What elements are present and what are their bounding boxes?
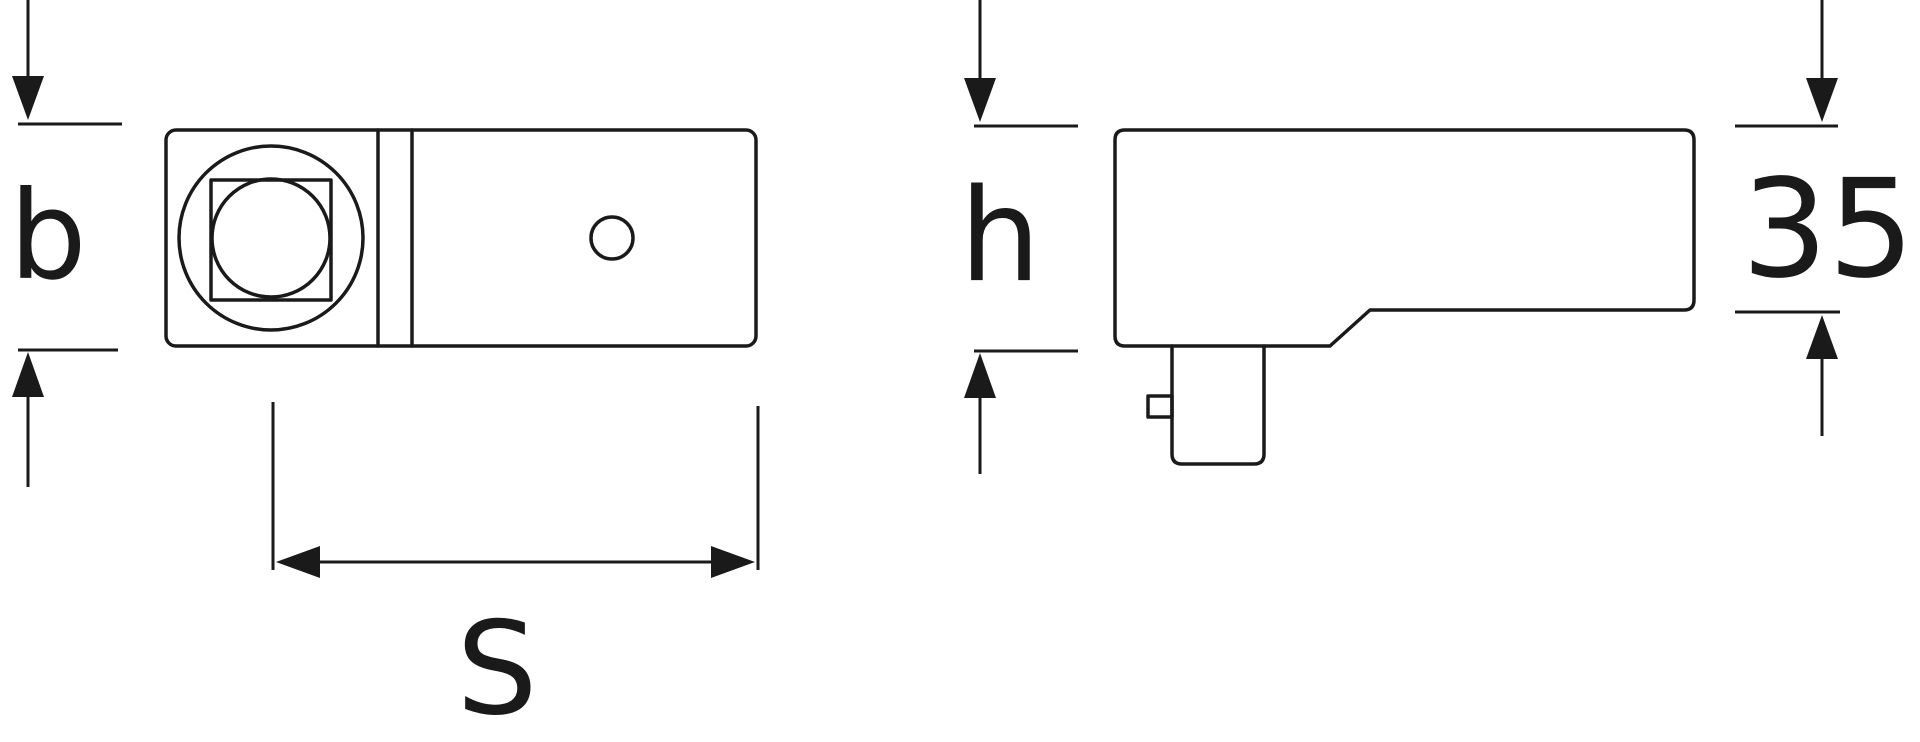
dimension-s-left-arrow [276,546,320,578]
dimension-35-bottom-arrow [1806,315,1838,359]
socket-outer-circle [177,144,365,332]
top-view-body-outline [164,128,758,348]
dimension-s-label: S [456,595,537,742]
top-view: b S [9,0,760,742]
dimension-35-label: 35 [1741,151,1914,309]
dimension-35: 35 [1735,0,1915,436]
dimension-b-top-arrow [12,76,44,120]
dimension-35-top-arrow [1806,78,1838,122]
detent-ball [1146,394,1174,419]
dimension-s-right-arrow [711,546,755,578]
side-view-body-outline [1113,128,1696,348]
dimension-h: h [959,0,1078,474]
dimension-h-bottom-arrow [964,353,996,398]
dimension-b-bottom-arrow [12,352,44,397]
dimension-b-label: b [9,165,86,307]
dimension-b: b [9,0,122,487]
dimension-s: S [271,402,760,742]
side-view: h 35 [959,0,1915,474]
socket-inner-circle [210,177,332,299]
dimension-h-top-arrow [964,78,996,122]
pin-hole [589,215,635,261]
drive-peg [1170,344,1266,466]
dimension-h-label: h [959,162,1040,311]
